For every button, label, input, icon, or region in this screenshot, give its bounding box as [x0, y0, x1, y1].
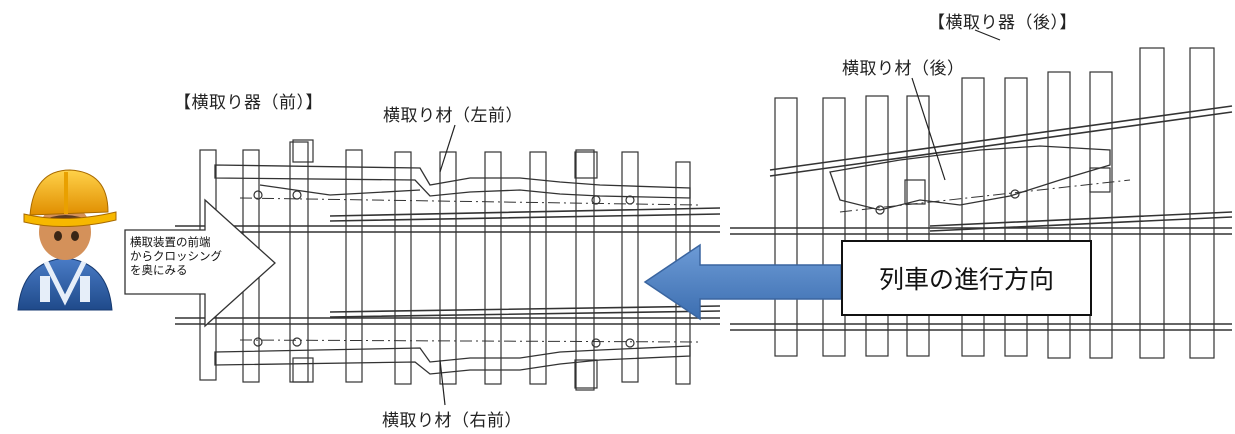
train-direction-label: 列車の進行方向	[878, 265, 1054, 294]
viewpoint-note-line2: からクロッシング	[130, 249, 222, 263]
viewpoint-note-line1: 横取装置の前端	[130, 235, 211, 249]
left-front-member-shape	[214, 164, 691, 199]
front-device-label: 【横取り器（前）】	[174, 93, 323, 113]
rear-rails	[730, 105, 1233, 331]
rear-turnout-section	[730, 47, 1233, 359]
right-front-member-shape	[214, 345, 691, 375]
view-direction-arrow	[124, 198, 276, 328]
front-rails	[175, 207, 721, 325]
rear-member-label: 横取り材（後）	[842, 59, 965, 79]
right-front-member-label: 横取り材（右前）	[382, 411, 522, 431]
leader-lines	[439, 29, 1001, 406]
rear-device-label: 【横取り器（後）】	[928, 13, 1077, 33]
worker-helmet-icon	[17, 169, 117, 311]
rear-centerline	[839, 179, 1131, 213]
viewpoint-note-line3: を奥にみる	[130, 263, 188, 277]
rear-member-shape	[829, 145, 1111, 211]
train-direction-label-box: 列車の進行方向	[841, 240, 1092, 316]
rear-fittings	[875, 167, 1111, 215]
front-fittings	[253, 139, 635, 389]
viewpoint-note: 横取装置の前端 からクロッシング を奥にみる	[130, 235, 260, 277]
train-direction-arrow	[643, 243, 842, 321]
left-front-member-label: 横取り材（左前）	[383, 106, 523, 126]
front-centerlines	[239, 197, 701, 343]
